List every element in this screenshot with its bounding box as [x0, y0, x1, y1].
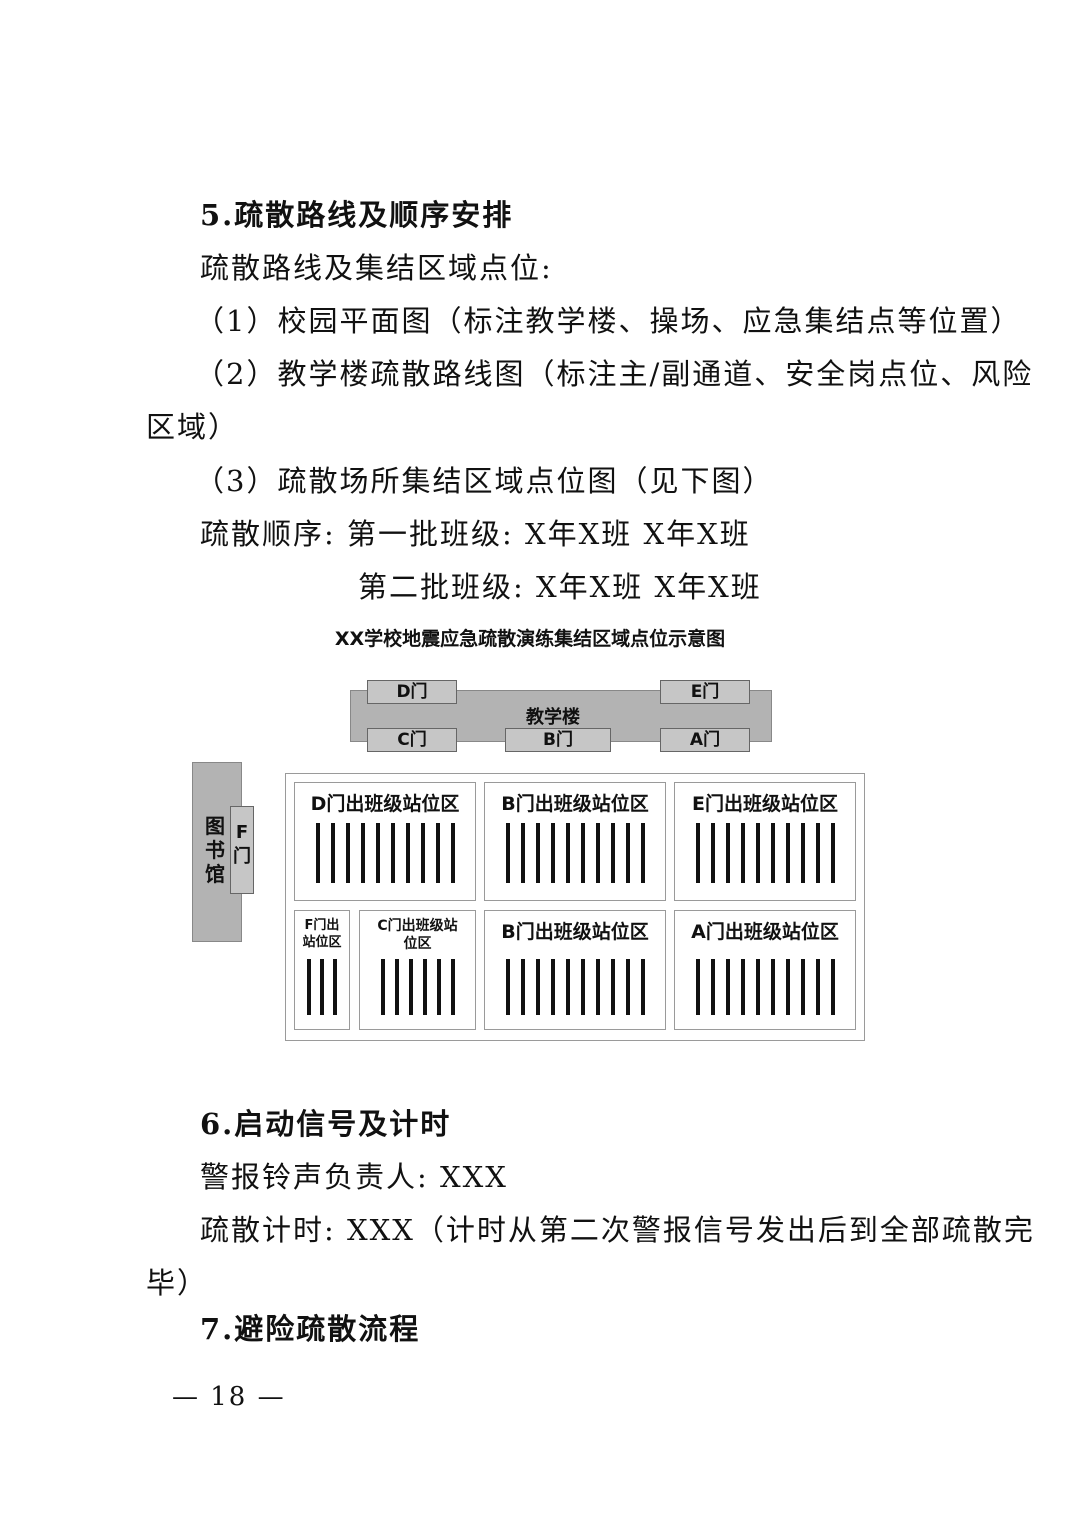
position-line: [450, 823, 455, 883]
position-line: [420, 823, 425, 883]
assembly-area-diagram: XX学校地震应急疏散演练集结区域点位示意图 教学楼 D门 E门 C门 B门 A门…: [190, 620, 870, 1041]
position-line: [770, 959, 775, 1015]
door-a: A门: [660, 728, 750, 752]
position-line: [785, 823, 790, 883]
zone-b-top: B门出班级站位区: [484, 782, 666, 901]
section-5-heading: 5.疏散路线及顺序安排: [200, 198, 514, 232]
evacuation-order-2: 第二批班级: X年X班 X年X班: [358, 570, 762, 604]
library-label: 图 书 馆: [205, 814, 225, 886]
position-line: [830, 959, 835, 1015]
position-line: [450, 959, 455, 1015]
position-line: [595, 959, 600, 1015]
position-line: [380, 959, 385, 1015]
zone-c: C门出班级站 位区: [359, 910, 476, 1030]
position-line: [565, 823, 570, 883]
position-line: [815, 823, 820, 883]
position-line: [710, 959, 715, 1015]
item-2-continued: 区域）: [146, 410, 240, 444]
section-7-heading: 7.避险疏散流程: [200, 1312, 421, 1346]
evacuation-order-1: 疏散顺序: 第一批班级: X年X班 X年X班: [200, 517, 751, 551]
position-line: [375, 823, 380, 883]
position-line: [580, 823, 585, 883]
position-line: [625, 823, 630, 883]
zone-b-bottom: B门出班级站位区: [484, 910, 666, 1030]
position-line: [755, 823, 760, 883]
position-line: [394, 959, 399, 1015]
position-line: [830, 823, 835, 883]
alarm-responsible: 警报铃声负责人: XXX: [200, 1160, 508, 1194]
position-line: [360, 823, 365, 883]
section-6-heading: 6.启动信号及计时: [200, 1107, 452, 1141]
evacuation-timing-continued: 毕）: [146, 1266, 209, 1300]
position-line: [770, 823, 775, 883]
position-line: [405, 823, 410, 883]
door-e: E门: [660, 680, 750, 704]
zone-a: A门出班级站位区: [674, 910, 856, 1030]
item-2: （2）教学楼疏散路线图（标注主/副通道、安全岗点位、风险: [195, 357, 1034, 391]
position-line: [755, 959, 760, 1015]
position-line: [330, 823, 335, 883]
position-line: [785, 959, 790, 1015]
door-d: D门: [367, 680, 457, 704]
position-line: [535, 823, 540, 883]
position-line: [505, 959, 510, 1015]
position-line: [640, 823, 645, 883]
position-line: [800, 959, 805, 1015]
position-line: [435, 823, 440, 883]
zone-e: E门出班级站位区: [674, 782, 856, 901]
position-line: [535, 959, 540, 1015]
position-line: [345, 823, 350, 883]
zone-f: F门出 站位区: [294, 910, 350, 1030]
position-line: [640, 959, 645, 1015]
position-line: [333, 959, 337, 1015]
position-line: [390, 823, 395, 883]
position-line: [550, 823, 555, 883]
route-intro: 疏散路线及集结区域点位:: [200, 251, 553, 285]
position-line: [320, 959, 324, 1015]
position-line: [315, 823, 320, 883]
position-line: [800, 823, 805, 883]
position-line: [695, 959, 700, 1015]
position-line: [565, 959, 570, 1015]
door-b: B门: [505, 728, 611, 752]
position-line: [725, 823, 730, 883]
zone-d: D门出班级站位区: [294, 782, 476, 901]
position-line: [710, 823, 715, 883]
position-line: [580, 959, 585, 1015]
position-line: [505, 823, 510, 883]
position-line: [625, 959, 630, 1015]
page-number: — 18 —: [172, 1382, 286, 1412]
evacuation-timing: 疏散计时: XXX（计时从第二次警报信号发出后到全部疏散完: [200, 1213, 1035, 1247]
door-c: C门: [367, 728, 457, 752]
position-line: [436, 959, 441, 1015]
position-line: [307, 959, 311, 1015]
position-line: [520, 959, 525, 1015]
position-line: [408, 959, 413, 1015]
position-line: [550, 959, 555, 1015]
position-line: [610, 823, 615, 883]
position-line: [695, 823, 700, 883]
position-line: [520, 823, 525, 883]
diagram-title: XX学校地震应急疏散演练集结区域点位示意图: [334, 628, 726, 650]
item-1: （1）校园平面图（标注教学楼、操场、应急集结点等位置）: [195, 304, 1022, 338]
position-line: [595, 823, 600, 883]
position-line: [610, 959, 615, 1015]
position-line: [740, 823, 745, 883]
position-line: [740, 959, 745, 1015]
position-line: [815, 959, 820, 1015]
door-f: F 门: [230, 806, 254, 894]
position-line: [725, 959, 730, 1015]
position-line: [422, 959, 427, 1015]
item-3: （3）疏散场所集结区域点位图（见下图）: [195, 464, 774, 498]
teaching-building-label: 教学楼: [526, 707, 580, 728]
